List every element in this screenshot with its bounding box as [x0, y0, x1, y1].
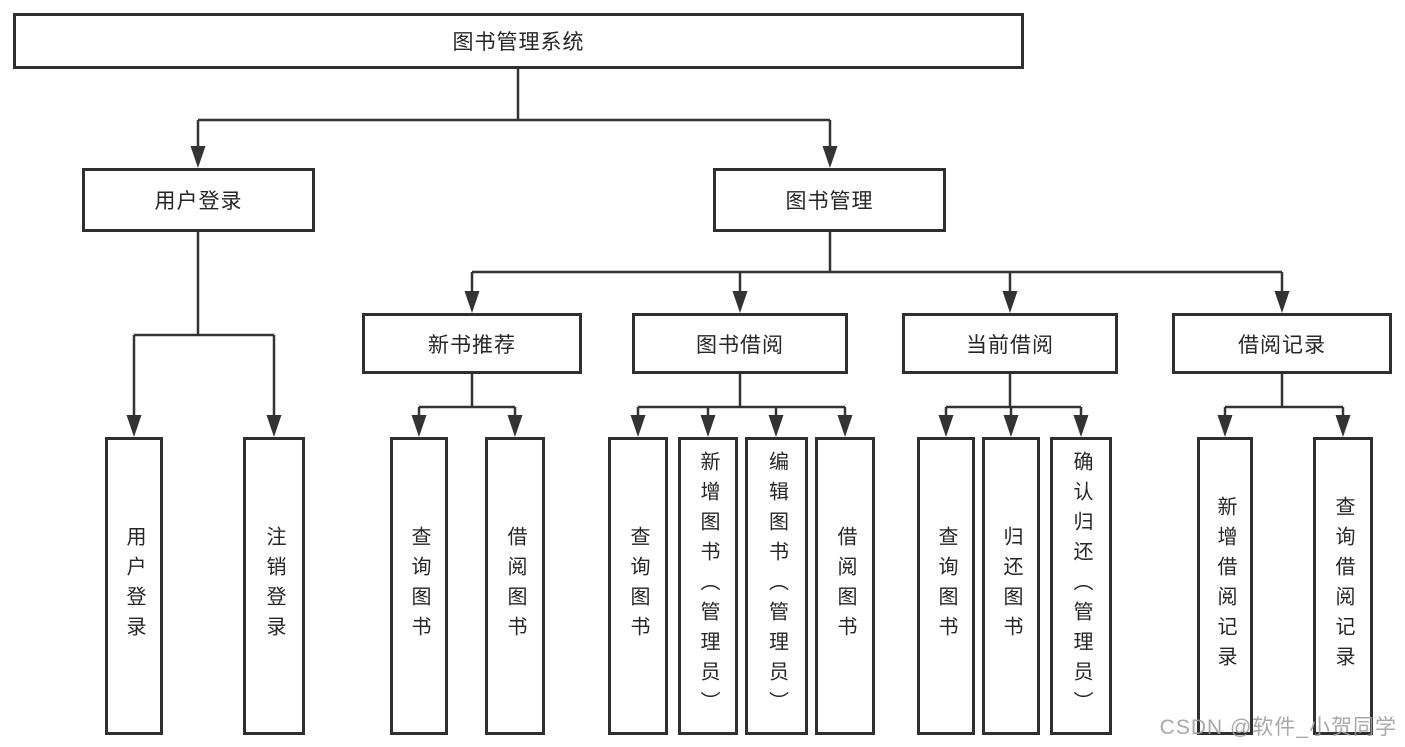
- arrowheads: [126, 146, 1351, 437]
- leaf-label: 查询图书: [408, 526, 430, 646]
- leaf-edit-books-admin: 编辑图书（管理员）: [745, 437, 808, 735]
- node-label: 图书管理系统: [452, 31, 585, 54]
- leaf-query-borrow-record: 查询借阅记录: [1313, 437, 1373, 735]
- node-label: 借阅记录: [1238, 333, 1326, 357]
- leaf-label: 新增借阅记录: [1214, 496, 1236, 676]
- csdn-watermark: CSDN @软件_小贺同学: [1159, 716, 1397, 739]
- node-label: 图书借阅: [696, 333, 784, 357]
- leaf-borrow-books: 借阅图书: [815, 437, 875, 735]
- node-label: 当前借阅: [966, 333, 1054, 357]
- leaf-label: 确认归还（管理员）: [1070, 451, 1092, 721]
- node-label: 图书管理: [785, 190, 874, 213]
- node-library-management-system: 图书管理系统: [13, 13, 1024, 69]
- leaf-label: 新增图书（管理员）: [697, 451, 719, 721]
- node-book-management: 图书管理: [713, 168, 946, 232]
- leaf-borrow-books-newrec: 借阅图书: [485, 437, 545, 735]
- leaf-add-borrow-record: 新增借阅记录: [1197, 437, 1253, 735]
- leaf-query-books-borrow: 查询图书: [608, 437, 668, 735]
- leaf-confirm-return-admin: 确认归还（管理员）: [1050, 437, 1112, 735]
- leaf-add-books-admin: 新增图书（管理员）: [678, 437, 738, 735]
- leaf-label: 归还图书: [1000, 526, 1022, 646]
- node-label: 用户登录: [154, 190, 243, 213]
- node-user-login: 用户登录: [82, 168, 315, 232]
- leaf-label: 借阅图书: [504, 526, 526, 646]
- node-label: 新书推荐: [428, 333, 516, 357]
- node-current-borrow: 当前借阅: [902, 313, 1118, 374]
- leaf-label: 查询图书: [935, 526, 957, 646]
- node-new-book-recommend: 新书推荐: [362, 313, 582, 374]
- leaf-label: 注销登录: [263, 526, 285, 646]
- leaf-logout: 注销登录: [243, 437, 305, 735]
- leaf-query-books-newrec: 查询图书: [390, 437, 448, 735]
- leaf-label: 用户登录: [123, 526, 145, 646]
- leaf-return-books: 归还图书: [982, 437, 1040, 735]
- leaf-query-books-current: 查询图书: [917, 437, 975, 735]
- node-borrow-records: 借阅记录: [1172, 313, 1392, 374]
- leaf-label: 查询图书: [627, 526, 649, 646]
- node-book-borrow: 图书借阅: [632, 313, 848, 374]
- leaf-user-login: 用户登录: [105, 437, 163, 735]
- leaf-label: 借阅图书: [834, 526, 856, 646]
- leaf-label: 查询借阅记录: [1332, 496, 1354, 676]
- leaf-label: 编辑图书（管理员）: [765, 451, 788, 721]
